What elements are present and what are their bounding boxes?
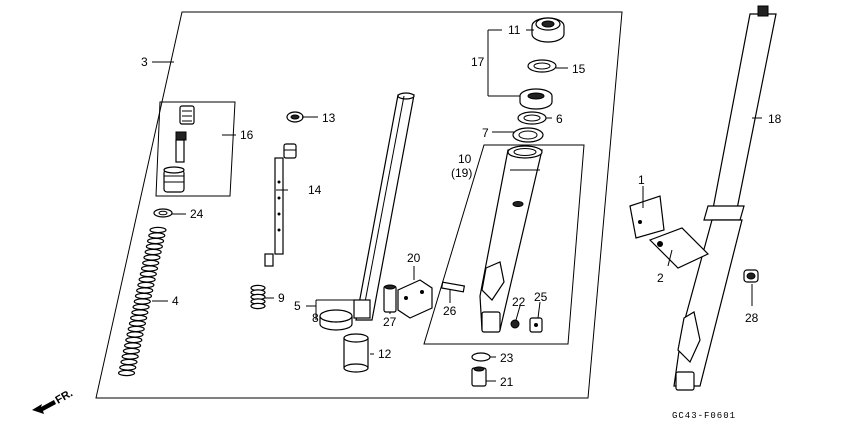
spring-coil bbox=[134, 292, 153, 300]
guide-bush-12 bbox=[343, 333, 369, 373]
spring-coil bbox=[142, 259, 160, 267]
slide-bush-7 bbox=[512, 127, 544, 143]
callout-7: 7 bbox=[482, 126, 489, 140]
bolt-28 bbox=[743, 269, 759, 283]
bracket-2 bbox=[648, 227, 710, 269]
spring-coil bbox=[140, 265, 159, 272]
damper-rod-14 bbox=[264, 143, 297, 267]
assembly-frame bbox=[95, 11, 623, 399]
callout-3: 3 bbox=[141, 55, 148, 69]
fork-pipe-5 bbox=[353, 92, 415, 321]
spring-coil bbox=[133, 298, 151, 305]
oil-seal-6 bbox=[519, 88, 553, 110]
air-valve-parts bbox=[163, 105, 195, 193]
slider-bush-8 bbox=[319, 309, 353, 331]
direction-label: FR. bbox=[54, 387, 75, 406]
fork-spring bbox=[117, 226, 167, 377]
callout-28: 28 bbox=[745, 311, 759, 325]
bolt-27 bbox=[383, 284, 397, 313]
spring-coil bbox=[122, 347, 140, 355]
callout-24: 24 bbox=[190, 207, 204, 221]
spring-coil bbox=[139, 270, 157, 278]
callout-14: 14 bbox=[308, 183, 322, 197]
callout-10: 10 bbox=[458, 152, 472, 166]
spring-coil bbox=[144, 248, 162, 256]
spring-coil bbox=[149, 226, 167, 234]
callout-6: 6 bbox=[556, 112, 563, 126]
callout-2: 2 bbox=[657, 271, 664, 285]
stopper-ring-15 bbox=[527, 59, 557, 73]
spring-coil bbox=[130, 314, 148, 322]
socket-bolt-21 bbox=[471, 366, 487, 387]
spring-coil bbox=[148, 232, 166, 239]
callout-18: 18 bbox=[768, 112, 782, 126]
spring-coil bbox=[143, 254, 161, 261]
rebound-spring-9 bbox=[250, 284, 266, 310]
callout-15: 15 bbox=[572, 62, 586, 76]
callout-11: 11 bbox=[508, 23, 521, 37]
spring-coil bbox=[125, 336, 143, 344]
bolt-25 bbox=[529, 317, 543, 333]
callout-17: 17 bbox=[471, 55, 485, 69]
back-up-ring-6 bbox=[517, 111, 547, 125]
callout-12: 12 bbox=[378, 347, 392, 361]
spring-coil bbox=[126, 331, 144, 338]
spring-coil bbox=[137, 281, 155, 289]
spring-coil bbox=[119, 364, 137, 371]
callout-5: 5 bbox=[294, 299, 301, 313]
spring-coil bbox=[136, 287, 154, 294]
spring-coil bbox=[250, 302, 266, 310]
spring-coil bbox=[121, 353, 139, 360]
washer-22 bbox=[510, 319, 520, 329]
dust-seal-11 bbox=[531, 17, 565, 43]
front-direction-arrow: FR. bbox=[32, 387, 75, 414]
callout-27: 27 bbox=[383, 315, 397, 329]
callout-20: 20 bbox=[407, 251, 421, 265]
washer-24 bbox=[153, 208, 173, 218]
callout-4: 4 bbox=[172, 294, 179, 308]
spring-coil bbox=[117, 369, 136, 377]
spring-coil bbox=[120, 358, 138, 366]
bracket-1 bbox=[629, 195, 665, 239]
stud-bolt-26 bbox=[440, 281, 466, 293]
subassembly-frame-16 bbox=[155, 101, 236, 197]
callout-22: 22 bbox=[512, 295, 526, 309]
callout-8: 8 bbox=[312, 311, 319, 325]
spring-coil bbox=[132, 303, 150, 311]
callout-19: (19) bbox=[451, 166, 472, 180]
callout-21: 21 bbox=[500, 375, 514, 389]
washer-23 bbox=[471, 352, 491, 362]
callout-9: 9 bbox=[278, 291, 285, 305]
callout-26: 26 bbox=[443, 304, 457, 318]
spring-coil bbox=[128, 320, 147, 327]
subassembly-frame-10 bbox=[423, 144, 585, 345]
spring-coil bbox=[145, 243, 163, 250]
spring-coil bbox=[138, 276, 156, 283]
callout-23: 23 bbox=[500, 351, 514, 365]
spring-coil bbox=[146, 237, 165, 245]
bottom-case-10 bbox=[479, 145, 543, 333]
axle-holder-20 bbox=[397, 279, 433, 319]
spring-coil bbox=[127, 325, 145, 333]
front-fork-18 bbox=[673, 5, 777, 391]
callout-1: 1 bbox=[638, 173, 645, 187]
callout-13: 13 bbox=[322, 111, 336, 125]
callout-16: 16 bbox=[240, 128, 254, 142]
leader-lines bbox=[152, 29, 762, 382]
spring-coil bbox=[131, 309, 149, 316]
spring-coil bbox=[123, 342, 142, 349]
callout-25: 25 bbox=[534, 290, 548, 304]
diagram-code: GC43-F0601 bbox=[672, 411, 736, 421]
